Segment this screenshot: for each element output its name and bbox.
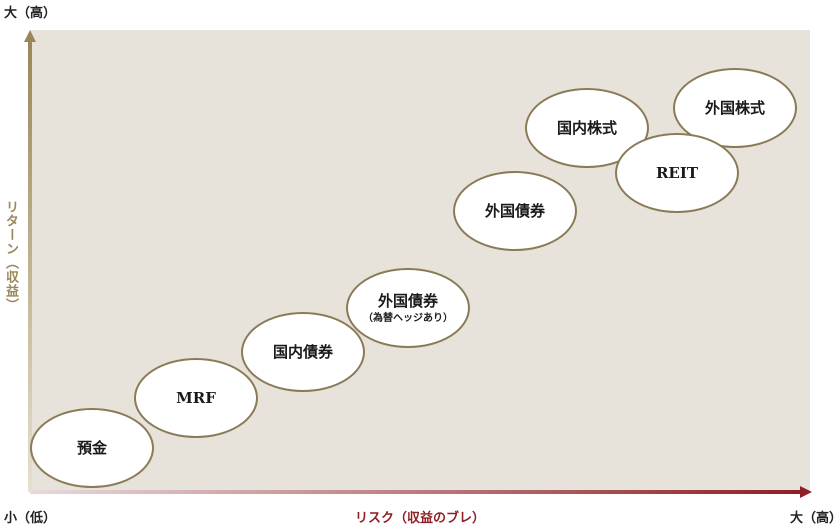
asset-deposit: 預金 xyxy=(30,408,154,488)
asset-label: 外国株式 xyxy=(704,99,765,117)
asset-foreign-bond: 外国債券 xyxy=(453,171,577,251)
y-axis-line xyxy=(28,40,32,492)
asset-label: 預金 xyxy=(76,439,107,457)
asset-label: MRF xyxy=(176,389,216,407)
asset-sublabel: （為替ヘッジあり） xyxy=(363,312,453,324)
asset-label: 国内債券 xyxy=(272,343,333,361)
y-axis-high-label: 大（高） xyxy=(4,6,57,21)
x-axis-arrow xyxy=(800,486,812,498)
asset-label: 国内株式 xyxy=(556,119,617,137)
y-axis-title: リターン（収益） xyxy=(3,200,18,312)
asset-label: REIT xyxy=(655,164,699,182)
x-axis-title: リスク（収益のブレ） xyxy=(354,511,485,526)
x-axis-low-label: 小（低） xyxy=(4,511,57,526)
y-axis-arrow xyxy=(24,30,36,42)
asset-mrf: MRF xyxy=(134,358,258,438)
x-axis-high-label: 大（高） xyxy=(790,511,840,526)
x-axis-line xyxy=(30,490,802,494)
asset-foreign-bond-hedged: 外国債券 （為替ヘッジあり） xyxy=(346,268,470,348)
asset-label: 外国債券 xyxy=(484,202,545,220)
asset-label: 外国債券 xyxy=(377,291,438,310)
asset-reit: REIT xyxy=(615,133,739,213)
asset-domestic-bond: 国内債券 xyxy=(241,312,365,392)
